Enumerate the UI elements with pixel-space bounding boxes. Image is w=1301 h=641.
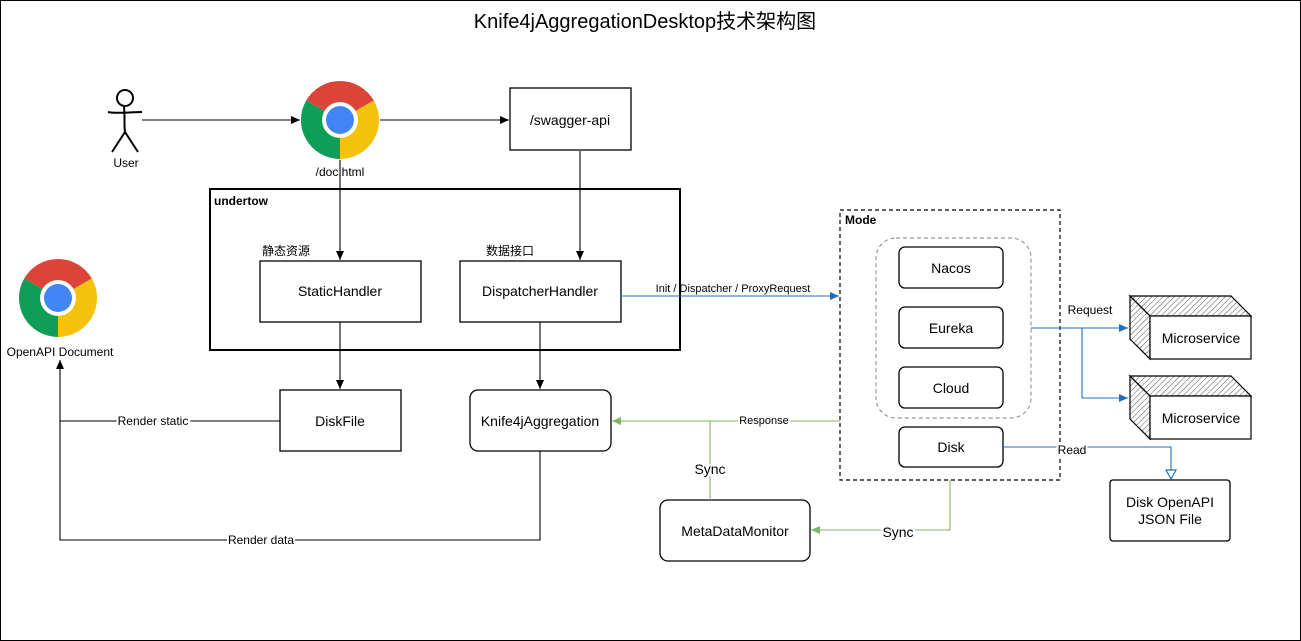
chrome-icon: [300, 80, 380, 159]
cloud-label: Cloud: [933, 380, 970, 396]
edge-diskfile-document: [56, 360, 280, 422]
diskfile-label: DiskFile: [315, 413, 365, 429]
disk-label: Disk: [937, 439, 965, 455]
edge-registry-microservice2: [1081, 328, 1128, 402]
user-label: User: [113, 156, 138, 170]
swagger-api-label: /swagger-api: [530, 112, 610, 128]
edges-blue: [621, 292, 1171, 479]
undertow-label: undertow: [214, 194, 269, 208]
openapi-document-label: OpenAPI Document: [7, 345, 114, 359]
static-resource-label: 静态资源: [262, 244, 310, 258]
response-label: Response: [739, 415, 789, 427]
edges-black: [56, 116, 584, 541]
disk-json-box: Disk OpenAPI JSON File: [1109, 479, 1231, 542]
microservice-box-1: Microservice: [1128, 294, 1253, 361]
nacos-box: Nacos: [898, 246, 1004, 289]
edges-green: [612, 417, 951, 534]
cloud-box: Cloud: [898, 366, 1004, 409]
microservice-box-2: Microservice: [1128, 374, 1253, 441]
swagger-api-box: /swagger-api: [509, 87, 632, 151]
diskfile-box: DiskFile: [279, 389, 402, 452]
aggregation-box: Knife4jAggregation: [469, 389, 612, 452]
eureka-box: Eureka: [898, 306, 1004, 349]
edge-aggregation-document: [59, 421, 541, 541]
nacos-label: Nacos: [931, 260, 971, 276]
metadata-monitor-label: MetaDataMonitor: [681, 523, 789, 539]
static-handler-box: StaticHandler: [259, 260, 422, 323]
disk-json-line2: JSON File: [1138, 511, 1202, 527]
render-data-label: Render data: [228, 533, 294, 547]
mode-container: Mode: [839, 209, 1061, 481]
microservice-label: Microservice: [1162, 410, 1241, 426]
sync-label: Sync: [882, 524, 913, 540]
dispatcher-handler-box: DispatcherHandler: [459, 260, 622, 323]
eureka-label: Eureka: [929, 320, 974, 336]
read-label: Read: [1058, 443, 1087, 457]
data-interface-label: 数据接口: [486, 243, 534, 258]
aggregation-label: Knife4jAggregation: [481, 413, 599, 429]
chrome-icon: [18, 258, 98, 337]
undertow-container: undertow 静态资源 数据接口: [209, 188, 681, 351]
edge-mode-metadata: [811, 480, 951, 534]
edge-disk-json: [1003, 446, 1171, 479]
static-handler-label: StaticHandler: [298, 283, 382, 299]
dispatcher-handler-label: DispatcherHandler: [482, 283, 598, 299]
metadata-monitor-box: MetaDataMonitor: [659, 499, 811, 562]
request-label: Request: [1068, 303, 1113, 317]
diagram-title: Knife4jAggregationDesktop技术架构图: [474, 10, 816, 33]
microservice-label: Microservice: [1162, 330, 1241, 346]
render-static-label: Render static: [118, 414, 189, 428]
disk-json-line1: Disk OpenAPI: [1126, 494, 1214, 510]
registry-group: [875, 237, 1032, 419]
sync-label: Sync: [694, 461, 725, 477]
disk-box: Disk: [898, 426, 1004, 468]
mode-label: Mode: [845, 213, 877, 227]
init-dispatcher-label: Init / Dispatcher / ProxyRequest: [656, 283, 811, 295]
stick-figure-icon: [107, 89, 143, 153]
